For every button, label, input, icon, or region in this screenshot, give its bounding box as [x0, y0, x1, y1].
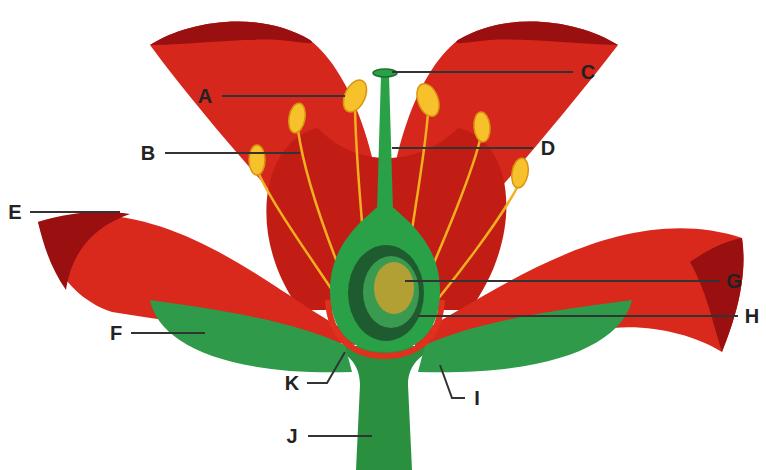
- callout-letter: F: [110, 322, 122, 344]
- petal-tip: [690, 238, 744, 352]
- callout-letter: J: [286, 425, 297, 447]
- petal-tip: [456, 21, 618, 45]
- callout-letter: B: [141, 142, 155, 164]
- style: [377, 75, 393, 210]
- callout-letter: E: [8, 201, 21, 223]
- sepal: [418, 300, 632, 372]
- callout-letter: C: [581, 61, 595, 83]
- ovary-cavity: [363, 256, 419, 328]
- callout-letter: K: [285, 372, 299, 394]
- ovule: [374, 262, 414, 314]
- callout-letter: G: [726, 270, 742, 292]
- callout-letter: A: [198, 85, 212, 107]
- callout-letter: D: [541, 137, 555, 159]
- leader-line: [30, 72, 738, 436]
- callout-letter: I: [474, 387, 480, 409]
- sepal: [150, 300, 352, 372]
- ovary: [330, 200, 440, 352]
- petal-tip: [38, 212, 130, 290]
- ovary-wall: [348, 245, 424, 341]
- callout-letter: H: [745, 305, 759, 327]
- petal-tip: [150, 21, 312, 45]
